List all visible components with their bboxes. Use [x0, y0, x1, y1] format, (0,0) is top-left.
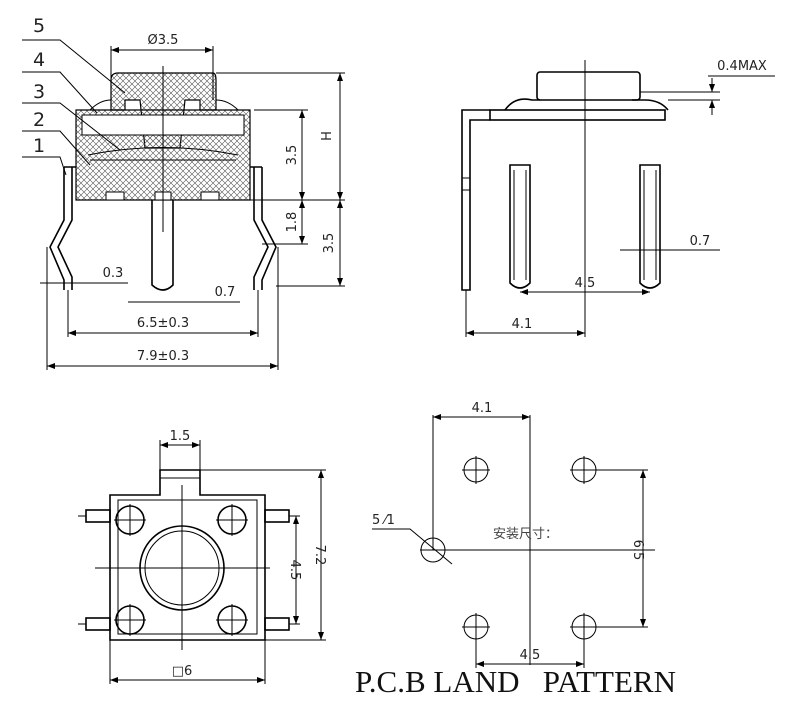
dim-height-h: H [320, 131, 335, 141]
part-label-1: 1 [33, 135, 45, 157]
dim-tab-width: 1.5 [170, 429, 191, 444]
dim-bottom-height: 7.2 [312, 545, 327, 566]
dim-offset-front: 4.1 [512, 317, 533, 332]
part-label-5: 5 [33, 15, 45, 37]
dim-lead-span: 6.5±0.3 [137, 316, 189, 331]
part-label-3: 3 [33, 81, 45, 103]
part-label-4: 4 [33, 49, 45, 71]
dim-hole-spec: 5 ⁄1 [372, 513, 395, 528]
dim-pin-length: 3.5 [322, 233, 337, 254]
dim-bottom-pitch: 4.5 [287, 560, 302, 581]
dim-pin-width: 0.7 [215, 285, 236, 300]
left-lead [49, 166, 76, 290]
dim-lead-thickness: 0.3 [103, 266, 124, 281]
dim-max-gap: 0.4MAX [717, 59, 767, 74]
dim-pin-width-front: 0.7 [690, 234, 711, 249]
part-leaders [22, 39, 126, 176]
pcb-land-pattern-title: P.C.B LAND PATTERN [355, 664, 676, 699]
center-pin [151, 200, 174, 291]
dim-land-horizontal: 4.5 [520, 648, 541, 663]
bottom-view: 1.5 7.2 4.5 □6 [78, 429, 327, 684]
dim-cap-diameter: Ø3.5 [148, 33, 179, 48]
dim-land-width: 4.1 [472, 401, 493, 416]
dim-land-vertical: 6.5 [630, 540, 645, 561]
dim-body-height: 3.5 [285, 145, 300, 166]
land-holes [420, 456, 598, 641]
mounting-dimension-note: 安装尺寸： [493, 527, 558, 542]
dim-pin-offset: 1.8 [285, 212, 300, 233]
part-label-2: 2 [33, 109, 45, 131]
pcb-land-pattern: 4.1 5 ⁄1 安装尺寸： 6.5 4.5 P.C.B LAND PATTER… [355, 401, 676, 699]
side-section-view: 5 4 3 2 1 Ø3.5 H 3.5 1.8 3.5 0.3 0.7 6.5… [22, 15, 345, 370]
front-view: 0.4MAX 0.7 4.5 4.1 [461, 59, 775, 337]
dim-square: □6 [172, 664, 193, 679]
right-lead [250, 166, 277, 290]
dim-overall-width: 7.9±0.3 [137, 349, 189, 364]
